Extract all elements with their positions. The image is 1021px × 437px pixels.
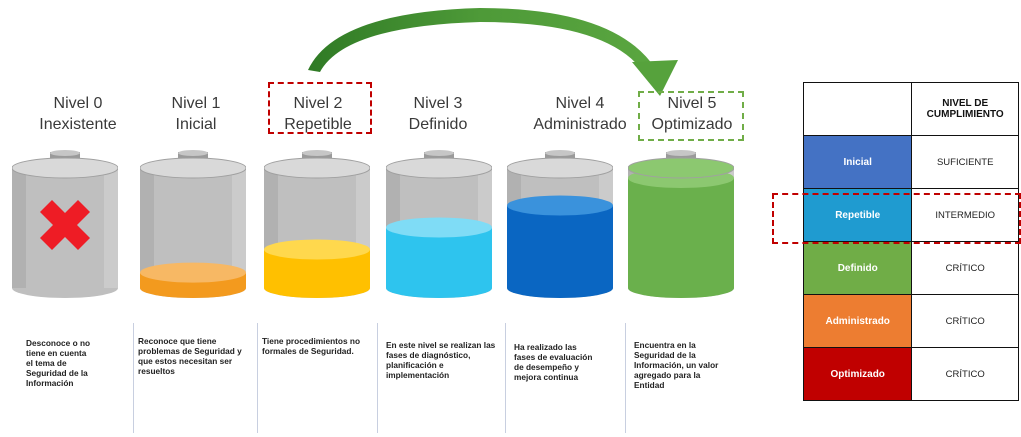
table-value-cell: CRÍTICO (911, 347, 1019, 401)
divider (505, 323, 506, 433)
divider (133, 323, 134, 433)
battery-liquid-surface (386, 217, 492, 238)
battery-liquid (507, 205, 613, 298)
battery-liquid (628, 178, 734, 298)
table-row: Inicial SUFICIENTE (802, 135, 1019, 189)
table-header-cumplimiento: NIVEL DE CUMPLIMIENTO (911, 82, 1019, 136)
battery-level-3 (386, 150, 492, 302)
battery-liquid (386, 227, 492, 298)
level-0-description: Desconoce o no tiene en cuenta el tema d… (26, 338, 91, 388)
repetible-row-highlight (772, 193, 1021, 244)
level-1-description: Reconoce que tiene problemas de Segurida… (138, 336, 242, 376)
level-2-description: Tiene procedimientos no formales de Segu… (262, 336, 361, 356)
table-row: Repetible INTERMEDIO (802, 188, 1019, 242)
table-level-cell: Optimizado (802, 347, 913, 401)
battery-rim (386, 157, 492, 179)
table-row: Optimizado CRÍTICO (802, 347, 1019, 401)
level-5-description: Encuentra en la Seguridad de la Informac… (634, 340, 719, 390)
battery-level-1 (140, 150, 246, 302)
table-header-row: NIVEL DE CUMPLIMIENTO (802, 82, 1019, 136)
table-value-cell: SUFICIENTE (911, 135, 1019, 189)
compliance-table: NIVEL DE CUMPLIMIENTO Inicial SUFICIENTE… (802, 82, 1019, 401)
divider (257, 323, 258, 433)
table-value-cell: CRÍTICO (911, 294, 1019, 348)
table-header-empty (802, 82, 913, 136)
table-value-cell: INTERMEDIO (911, 188, 1019, 242)
level-2-highlight (268, 82, 372, 134)
battery-rim (12, 157, 118, 179)
battery-rim (140, 157, 246, 179)
battery-level-2 (264, 150, 370, 302)
divider (377, 323, 378, 433)
battery-rim (628, 157, 734, 179)
battery-level-0 (12, 150, 118, 302)
battery-level-5 (628, 150, 734, 302)
battery-liquid-surface (507, 195, 613, 216)
table-level-cell: Inicial (802, 135, 913, 189)
battery-rim (507, 157, 613, 179)
table-row: Definido CRÍTICO (802, 241, 1019, 295)
level-4-description: Ha realizado las fases de evaluación de … (514, 342, 593, 382)
level-3-description: En este nivel se realizan las fases de d… (386, 340, 496, 380)
battery-liquid-surface (140, 262, 246, 283)
battery-liquid-surface (264, 239, 370, 260)
cross-icon (40, 200, 90, 250)
divider (625, 323, 626, 433)
level-5-highlight (638, 91, 744, 141)
battery-rim (264, 157, 370, 179)
table-row: Administrado CRÍTICO (802, 294, 1019, 348)
table-level-cell: Definido (802, 241, 913, 295)
battery-liquid (264, 249, 370, 298)
battery-level-4 (507, 150, 613, 302)
table-level-cell: Administrado (802, 294, 913, 348)
table-level-cell: Repetible (802, 188, 913, 242)
table-value-cell: CRÍTICO (911, 241, 1019, 295)
